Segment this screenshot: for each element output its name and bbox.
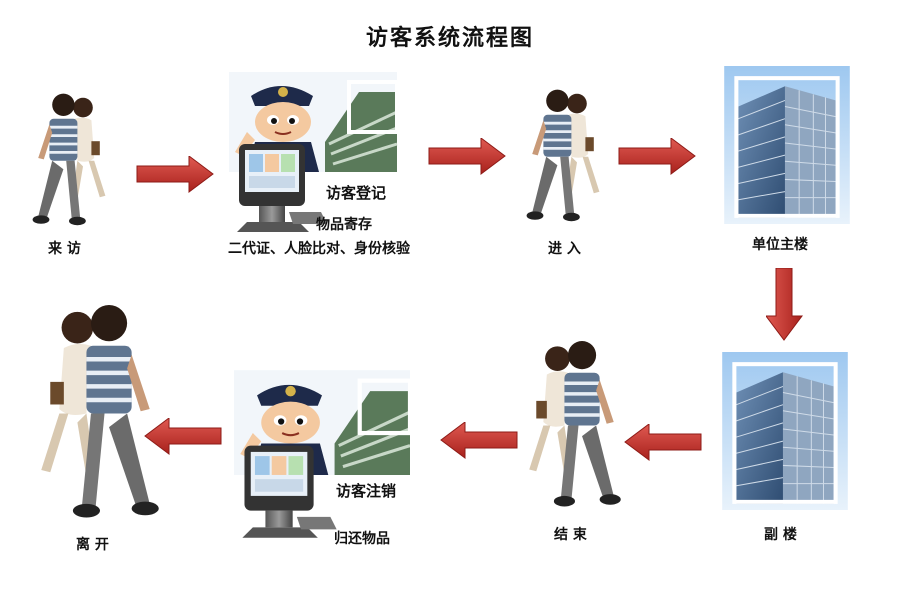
red-arrow-icon [766, 268, 803, 341]
arrow-register-to-enter [428, 138, 508, 176]
visit-label: 来 访 [48, 241, 81, 257]
register-line-1: 访客登记 [326, 184, 387, 202]
arrow-finish-to-checkout [438, 422, 518, 460]
checkout-line-1: 访客注销 [336, 482, 397, 500]
checkout-line-2: 归还物品 [334, 531, 390, 547]
arrow-visit-to-register [136, 156, 216, 194]
visit-node [24, 88, 114, 228]
office-building-icon [724, 66, 850, 224]
enter-label: 进 入 [548, 241, 581, 257]
finish-label: 结 束 [554, 527, 587, 543]
annex-label: 副 楼 [764, 527, 797, 543]
walking-couple-icon [30, 296, 170, 522]
leave-label: 离 开 [76, 537, 109, 553]
finish-node [520, 334, 630, 510]
walking-couple-icon [527, 339, 623, 509]
red-arrow-icon [136, 156, 214, 193]
main-building-label: 单位主楼 [752, 237, 808, 253]
arrow-main-to-annex [766, 268, 804, 342]
arrow-annex-to-finish [622, 424, 702, 462]
register-node [228, 72, 398, 232]
red-arrow-icon [428, 138, 506, 175]
red-arrow-icon [618, 138, 696, 175]
checkout-node [234, 360, 410, 548]
diagram-title: 访客系统流程图 [365, 26, 534, 51]
walking-couple-icon [525, 88, 601, 223]
office-building-icon [722, 352, 848, 510]
guard-kiosk-icon [228, 72, 398, 232]
walking-couple-icon [31, 92, 107, 227]
guard-kiosk-icon [234, 360, 410, 548]
red-arrow-icon [440, 422, 518, 459]
leave-node [30, 296, 170, 522]
arrow-enter-to-main-building [618, 138, 698, 176]
enter-node [518, 84, 608, 224]
register-line-2: 物品寄存 [316, 217, 372, 233]
red-arrow-icon [624, 424, 702, 461]
main-building-node [724, 66, 850, 224]
annex-node [722, 352, 848, 510]
register-line-3: 二代证、人脸比对、身份核验 [228, 241, 410, 257]
